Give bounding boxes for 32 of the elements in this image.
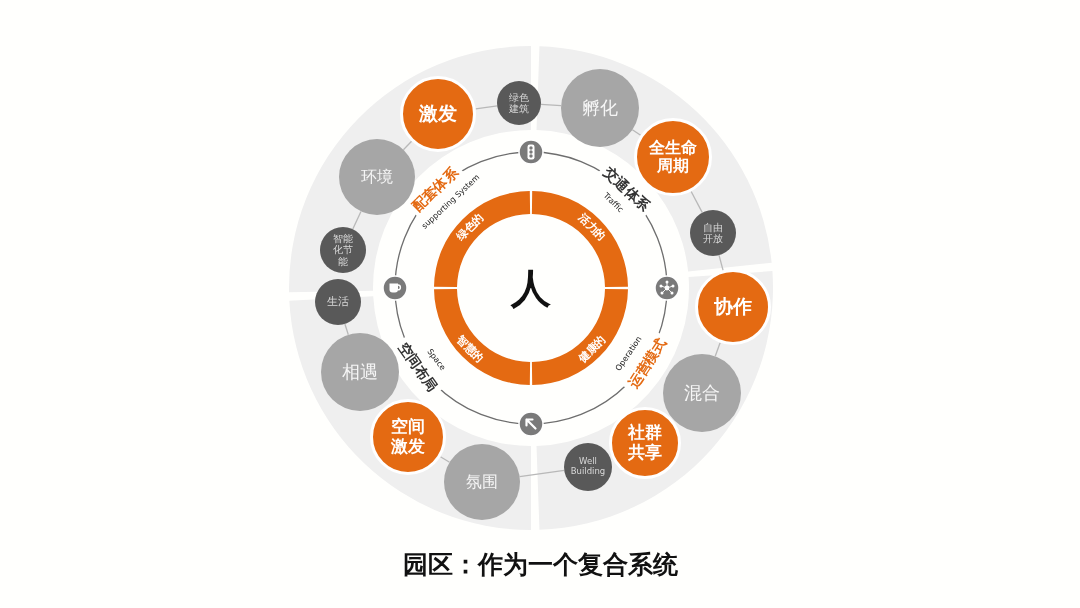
circle-label: 混合	[684, 382, 720, 404]
connector-line	[475, 105, 498, 110]
circle-label: 社群共享	[627, 423, 663, 463]
circle-label: 空间激发	[390, 417, 426, 457]
segment-label: 健康的	[576, 333, 608, 365]
circle-label: 激发	[419, 103, 457, 125]
connector-line	[352, 210, 362, 230]
segment-label: 绿色的	[454, 211, 486, 243]
circle-label: 绿色建筑	[508, 91, 530, 115]
circle-label: 全生命周期	[648, 138, 698, 176]
circle-label: 智能化节能	[332, 232, 354, 268]
circle-label: 相遇	[342, 361, 378, 383]
circle-label: 自由开放	[702, 221, 724, 245]
connector-line	[519, 469, 565, 478]
connector-line	[718, 254, 724, 271]
caption: 园区：作为一个复合系统	[402, 551, 678, 579]
connector-line	[690, 190, 703, 214]
connector-line	[344, 323, 349, 336]
circle-label: 协作	[714, 296, 752, 318]
circle-label: 环境	[361, 167, 393, 187]
circle-label: Well Building	[569, 457, 607, 477]
circle-label: 氛围	[466, 472, 498, 492]
connector-line	[439, 456, 451, 463]
segment-label: 活力的	[576, 211, 608, 243]
circle-label: 孵化	[582, 97, 618, 119]
segment-label: 智慧的	[454, 333, 486, 365]
center-label: 人	[511, 265, 551, 311]
connector-line	[540, 103, 562, 107]
circle-label: 生活	[327, 295, 349, 309]
connector-line	[714, 342, 721, 357]
connector-line	[631, 129, 642, 136]
connector-line	[402, 140, 413, 151]
